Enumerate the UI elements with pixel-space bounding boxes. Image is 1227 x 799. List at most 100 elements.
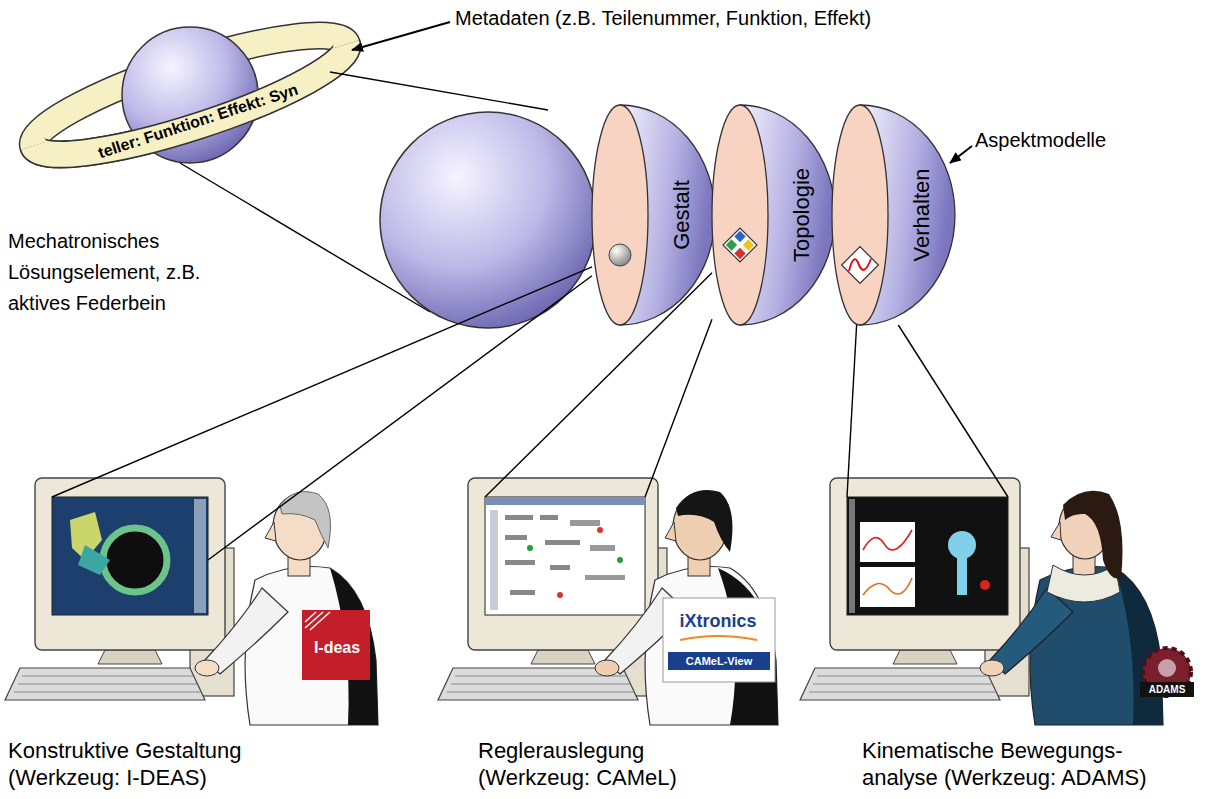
label-holder: Metadaten (z.B. Teilenummer, Funktion, E… xyxy=(455,6,871,30)
label-holder: teller: Funktion: Effekt: Syn xyxy=(96,80,301,163)
metadata-ring-front-part xyxy=(33,44,357,176)
zoom-line-part xyxy=(330,72,548,110)
workstation-computer-part xyxy=(447,676,634,692)
connector-segment xyxy=(208,276,592,560)
cad-screen-part xyxy=(78,545,110,575)
kinematics-screen-part xyxy=(849,499,855,613)
controller-design-screen-part xyxy=(505,560,535,565)
shell-cut-face xyxy=(592,105,648,325)
controller-design-screen-part xyxy=(550,565,570,570)
topology-icon-block xyxy=(734,248,745,259)
workstation-caption: Reglerauslegung (Werkzeug: CAMeL) xyxy=(478,737,728,791)
engineer-figure-part xyxy=(665,522,676,541)
aspect-model-shell: Verhalten xyxy=(832,105,955,325)
engineer-figure-part xyxy=(980,660,1004,676)
label-holder: Aspektmodelle xyxy=(975,128,1106,152)
engineer-figure-part xyxy=(1051,522,1061,540)
workstation-computer-part xyxy=(830,478,1020,650)
topology-icon-block xyxy=(734,231,745,242)
controller-design-screen-part xyxy=(505,515,533,520)
controller-design-screen-part xyxy=(527,545,533,551)
connector-line xyxy=(485,273,712,497)
shell-label-holder: Verhalten xyxy=(909,169,935,262)
controller-design-screen xyxy=(485,497,645,615)
shell-label-holder: Gestalt xyxy=(669,180,695,250)
cad-screen xyxy=(52,497,208,615)
workstation-computer-part xyxy=(5,668,205,700)
cad-screen-part xyxy=(103,528,167,592)
engineer-figure xyxy=(595,490,778,725)
controller-design-screen-part xyxy=(590,545,615,551)
controller-design-screen-part xyxy=(540,515,558,520)
callout-label: Aspektmodelle xyxy=(975,128,1106,152)
adams-logo-part xyxy=(1140,682,1194,697)
element-label: Mechatronisches Lösungselement, z.B. akt… xyxy=(8,226,213,319)
callout-arrow xyxy=(950,146,972,163)
ideas-logo xyxy=(302,610,370,680)
kinematics-screen-part xyxy=(863,530,912,550)
camel-logo-part xyxy=(680,636,757,640)
controller-design-screen-part xyxy=(597,527,603,533)
label-holder: Mechatronisches Lösungselement, z.B. akt… xyxy=(8,226,213,319)
tool-logo-text: ADAMS xyxy=(1149,684,1186,696)
controller-design-screen-part xyxy=(617,557,623,563)
metadata-ring-back xyxy=(23,14,357,177)
workstation-caption: Kinematische Bewegungs-analyse (Werkzeug… xyxy=(862,737,1147,791)
tool-logo-text: I-deas xyxy=(314,638,360,657)
controller-design-screen-part xyxy=(485,497,645,615)
workstation: Reglerauslegung (Werkzeug: CAMeL) xyxy=(476,497,786,793)
label-holder: ADAMS xyxy=(1149,684,1186,696)
camel-logo-part xyxy=(663,598,775,682)
controller-design-screen-part xyxy=(505,535,527,540)
connector-segment xyxy=(898,325,1008,497)
workstation-computer xyxy=(438,478,667,700)
connector-segment xyxy=(645,319,712,497)
controller-design-screen-part xyxy=(585,575,625,580)
adams-logo xyxy=(1140,648,1194,697)
controller-design-screen-part xyxy=(490,510,498,610)
engineer-figure-part xyxy=(205,588,288,674)
workstation-computer-part xyxy=(14,676,201,692)
workstation-caption: Konstruktive Gestaltung (Werkzeug: I-DEA… xyxy=(8,737,258,791)
workstation-computer-part xyxy=(468,478,658,650)
aspect-shell-shape xyxy=(832,105,955,325)
controller-design-screen-part xyxy=(510,590,535,595)
engineer-figure-part xyxy=(1063,491,1123,579)
aspect-label: Verhalten xyxy=(909,169,934,262)
camel-logo-part xyxy=(668,652,770,670)
adams-logo-part xyxy=(1158,659,1176,677)
workstation-computer-part xyxy=(98,650,162,664)
kinematics-screen-part xyxy=(863,578,912,595)
ideas-logo-part xyxy=(305,612,330,630)
aspect-label: Topologie xyxy=(789,168,814,262)
workstation: Kinematische Bewegungs-analyse (Werkzeug… xyxy=(840,497,1200,793)
adams-logo-part xyxy=(1143,648,1191,696)
metadata-ring-front-part xyxy=(33,44,357,176)
label-holder: CAMeL-View xyxy=(686,655,752,668)
engineer-figure-part xyxy=(595,660,619,676)
engineer-figure-part xyxy=(1115,568,1163,725)
kinematics-screen xyxy=(847,497,1008,615)
controller-design-screen-part xyxy=(545,540,580,545)
engineer-figure-part xyxy=(676,490,732,552)
connector-segment xyxy=(847,325,857,497)
controller-design-screen-part xyxy=(570,520,600,526)
aspect-model-shell: Topologie xyxy=(712,105,835,325)
callout-label: Metadaten (z.B. Teilenummer, Funktion, E… xyxy=(455,6,871,30)
connector-line xyxy=(847,325,1008,497)
workstation-computer-part xyxy=(809,676,996,692)
label-holder: iXtronics xyxy=(679,610,756,632)
workstation-computer-part xyxy=(35,478,225,650)
topology-icon xyxy=(723,228,757,262)
ring-metadata-text: teller: Funktion: Effekt: Syn xyxy=(96,80,301,163)
aspect-shell-shape xyxy=(592,105,715,325)
engineer-figure-part xyxy=(195,660,219,676)
shell-cut-face xyxy=(712,105,768,325)
workstation-computer xyxy=(5,478,234,700)
engineer-figure xyxy=(980,491,1163,725)
aspect-model-shell: Gestalt xyxy=(592,105,715,325)
engineer-figure-part xyxy=(265,522,276,541)
topology-icon-block xyxy=(726,239,737,250)
aspect-label: Gestalt xyxy=(669,180,694,250)
